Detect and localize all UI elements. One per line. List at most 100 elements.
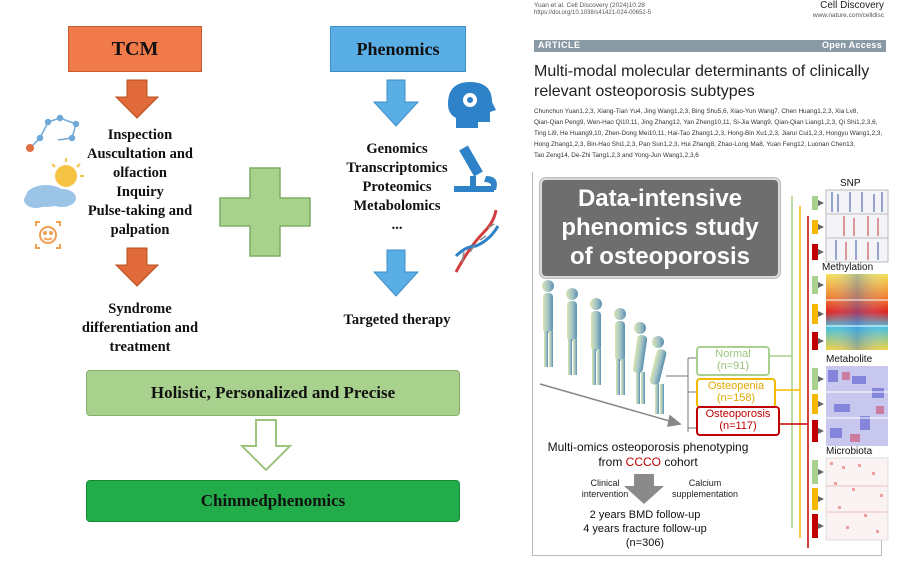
tcm-arrow-bottom	[114, 247, 160, 287]
supplement-text: Calcium supplementation	[660, 478, 750, 500]
group-name: Normal	[715, 348, 751, 360]
syndrome-line: differentiation and	[81, 320, 199, 336]
chinmedphenomics-label: Chinmedphenomics	[200, 491, 346, 510]
group-count: (n=91)	[716, 360, 750, 372]
syndrome-line: treatment	[109, 339, 171, 355]
group-name: Osteoporosis	[705, 408, 771, 420]
sun-cloud-icon	[24, 158, 84, 208]
figure-frame-left	[532, 172, 533, 556]
microscope-icon	[454, 145, 497, 192]
omics-list: Genomics Transcriptomics Proteomics Meta…	[330, 140, 464, 235]
person-silhouette	[590, 298, 602, 385]
holistic-box: Holistic, Personalized and Precise	[86, 370, 460, 416]
group-count: (n=158)	[716, 392, 756, 404]
author-line: Chunchun Yuan1,2,3, Xiang-Tian Yu4, Jing…	[534, 108, 859, 115]
author-list: Chunchun Yuan1,2,3, Xiang-Tian Yu4, Jing…	[534, 106, 894, 161]
dna-icon	[454, 209, 500, 273]
article-tag: ARTICLE	[538, 40, 581, 50]
author-line: Qian-Qian Peng9, Wen-Hao Qi10,11, Jing Z…	[534, 119, 878, 126]
constellation-icon	[26, 114, 80, 152]
microbiota-heatmap	[825, 457, 889, 541]
doi-text: https://doi.org/10.1038/s41421-024-00652…	[534, 10, 652, 16]
panel-arrows	[818, 200, 824, 529]
cohort-suffix: cohort	[661, 455, 698, 469]
figure-graphics	[539, 189, 889, 548]
panel-tabs	[812, 196, 818, 538]
group-name: Osteopenia	[707, 380, 765, 392]
phenomics-box: Phenomics	[330, 26, 466, 72]
open-access-tag: Open Access	[822, 40, 882, 50]
journal-url[interactable]: www.nature.com/celldisc	[812, 12, 884, 19]
headline-line: Data-intensive	[577, 185, 743, 212]
panel-label-metabolite: Metabolite	[826, 354, 873, 365]
intervention-arrow	[624, 474, 664, 504]
phenomics-label: Phenomics	[356, 38, 440, 59]
tcm-arrow-top	[114, 79, 160, 119]
face-scan-icon	[35, 221, 61, 249]
syndrome-line: Syndrome	[108, 301, 172, 317]
headline-box: Data-intensive phenomics study of osteop…	[540, 178, 780, 278]
cohort-line: Multi-omics osteoporosis phenotyping	[547, 440, 749, 454]
person-silhouette	[649, 336, 667, 414]
intervention-text: Clinical intervention	[570, 478, 640, 500]
left-arrows	[24, 79, 500, 472]
title-line: Multi-modal molecular determinants of cl…	[534, 63, 870, 80]
head-brain-icon	[448, 82, 496, 128]
group-box-normal: Normal (n=91)	[696, 346, 770, 376]
headline-line: of osteoporosis	[569, 243, 750, 270]
headline-line: phenomics study	[561, 214, 759, 241]
syndrome-text: Syndrome differentiation and treatment	[62, 300, 218, 357]
supplement-line: supplementation	[671, 489, 739, 499]
ground-arrow	[539, 383, 682, 427]
holistic-label: Holistic, Personalized and Precise	[150, 383, 396, 402]
person-silhouette	[632, 322, 648, 404]
metabolite-heatmap	[826, 366, 888, 446]
cohort-text: Multi-omics osteoporosis phenotyping fro…	[536, 440, 760, 470]
chinmedphenomics-box: Chinmedphenomics	[86, 480, 460, 522]
cohort-ccco: CCCO	[625, 455, 661, 469]
plus-icon	[219, 167, 311, 257]
tcm-method-line: Auscultation and	[87, 146, 193, 162]
omics-item: Metabolomics	[353, 198, 441, 214]
followup-line: (n=306)	[625, 537, 665, 549]
intervention-line: intervention	[581, 489, 629, 499]
tcm-method-line: Inquiry	[116, 184, 164, 200]
holistic-arrow	[239, 419, 293, 472]
person-silhouette	[566, 288, 578, 375]
author-line: Ting Li9, He Huang9,10, Zhen-Dong Mei10,…	[534, 130, 883, 137]
person-silhouette	[614, 308, 626, 395]
citation-text: Yuan et al. Cell Discovery (2024)10:28	[534, 2, 645, 9]
group-bracket	[666, 357, 696, 432]
methylation-heatmap	[826, 274, 888, 350]
targeted-therapy-label: Targeted therapy	[343, 312, 451, 328]
tcm-methods: Inspection Auscultation and olfaction In…	[70, 126, 210, 240]
article-banner: ARTICLE Open Access	[534, 40, 886, 52]
phenomics-arrow-top	[372, 79, 420, 127]
cohort-line: from CCCO cohort	[536, 455, 760, 470]
followup-line: 2 years BMD follow-up	[589, 509, 701, 521]
group-box-osteoporosis: Osteoporosis (n=117)	[696, 406, 780, 436]
panel-label-snp: SNP	[840, 178, 861, 189]
journal-name: Cell Discovery	[820, 0, 884, 11]
tcm-method-line: Pulse-taking and	[87, 203, 193, 219]
headline-text: Data-intensive phenomics study of osteop…	[542, 184, 778, 271]
group-count: (n=117)	[719, 420, 757, 432]
phenomics-arrow-bottom	[372, 249, 420, 297]
title-line: relevant osteoporosis subtypes	[534, 83, 755, 100]
omics-item: Proteomics	[362, 179, 432, 195]
omics-item: Transcriptomics	[346, 160, 448, 176]
figure-frame-bottom	[532, 555, 882, 556]
connector-lines	[764, 196, 809, 548]
omics-item: ...	[391, 217, 403, 233]
followup-line: 4 years fracture follow-up	[583, 523, 707, 535]
supplement-line: Calcium	[688, 478, 722, 488]
people-silhouettes	[542, 280, 667, 414]
panel-label-microbiota: Microbiota	[826, 446, 873, 457]
intervention-line: Clinical	[590, 478, 620, 488]
snp-heatmap	[825, 189, 889, 263]
tcm-label: TCM	[111, 37, 159, 60]
cohort-from: from	[598, 455, 626, 469]
panel-label-methylation: Methylation	[822, 262, 874, 273]
group-box-osteopenia: Osteopenia (n=158)	[696, 378, 776, 408]
author-line: Tao Zeng14, De-Zhi Tang1,2,3 and Yong-Ju…	[534, 152, 699, 159]
